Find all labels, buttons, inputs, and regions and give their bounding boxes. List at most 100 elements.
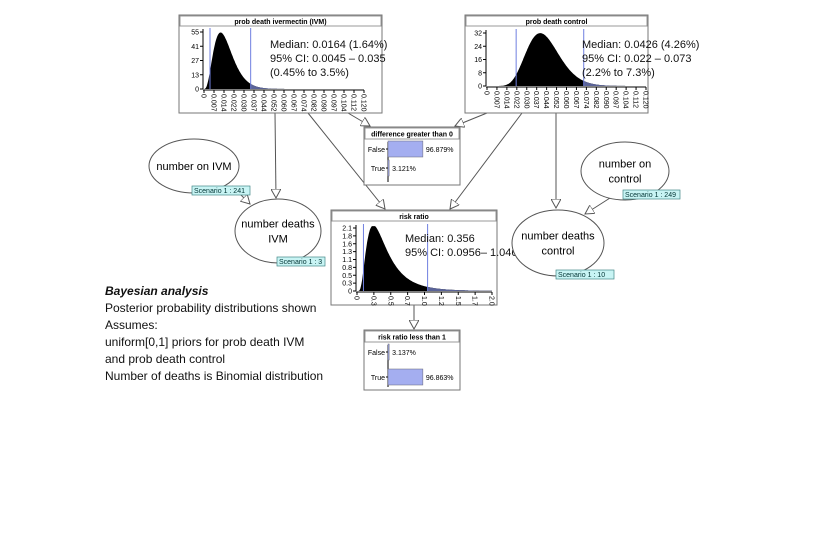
- y-tick-label: 0: [195, 87, 199, 94]
- node-ellipse: [234, 198, 322, 264]
- notes-line: uniform[0,1] priors for prob death IVM: [105, 335, 305, 349]
- edge-control-to-risk-ratio: [450, 112, 523, 209]
- x-tick-label: 0.090: [602, 91, 609, 109]
- probability-bar: [387, 368, 424, 386]
- x-tick-label: 1.2: [437, 296, 444, 306]
- y-tick-label: 0.3: [342, 281, 352, 288]
- x-tick-label: 0.067: [290, 94, 297, 112]
- chart-title: risk ratio: [399, 214, 429, 221]
- y-tick-label: 8: [478, 70, 482, 77]
- y-tick-label: 13: [191, 72, 199, 79]
- density-tail: [583, 80, 646, 86]
- x-tick-label: 0.060: [280, 94, 287, 112]
- chart-annotation: 95% CI: 0.022 – 0.073: [582, 53, 691, 65]
- notes-line: Posterior probability distributions show…: [105, 301, 317, 315]
- x-tick-label: 0.052: [270, 94, 277, 112]
- x-tick-label: 0.120: [642, 91, 649, 109]
- density-curve: [357, 226, 492, 291]
- x-tick-label: 0.090: [320, 94, 327, 112]
- x-tick-label: 0.074: [300, 94, 307, 112]
- x-tick-label: 0.022: [230, 94, 237, 112]
- analysis-notes: Bayesian analysis Posterior probability …: [105, 283, 323, 385]
- node-ellipse: [580, 141, 670, 201]
- y-tick-label: 27: [191, 58, 199, 65]
- y-tick-label: 0: [478, 84, 482, 91]
- x-tick-label: 0.007: [210, 94, 217, 112]
- x-tick-label: 1.5: [454, 296, 461, 306]
- row-label: False: [368, 350, 385, 357]
- x-tick-label: 0.7: [403, 296, 410, 306]
- node-title: difference greater than 0: [371, 132, 453, 139]
- node-ellipse: [511, 209, 605, 277]
- row-value: 96.879%: [426, 147, 454, 154]
- x-tick-label: 0.082: [310, 94, 317, 112]
- probability-bar: [387, 140, 424, 158]
- edge-on-control-to-deaths-control: [585, 197, 611, 214]
- chart-annotation: (2.2% to 7.3%): [582, 67, 655, 79]
- y-tick-label: 24: [474, 44, 482, 51]
- x-tick-label: 1.0: [420, 296, 427, 306]
- node-title-bar: [364, 127, 460, 140]
- x-tick-label: 0.112: [632, 91, 639, 108]
- x-tick-label: 0.3: [369, 296, 376, 306]
- x-tick-label: 0: [200, 94, 207, 98]
- edge-control-to-difference: [455, 112, 488, 126]
- y-tick-label: 16: [474, 57, 482, 64]
- x-tick-label: 0.030: [240, 94, 247, 112]
- density-tail: [427, 286, 492, 291]
- row-value: 3.137%: [392, 350, 416, 357]
- chart-title-bar: [331, 210, 497, 222]
- y-tick-label: 1.6: [342, 241, 352, 248]
- chart-title-bar: [465, 15, 648, 27]
- y-tick-label: 0.5: [342, 273, 352, 280]
- chart-title: prob death control: [526, 19, 588, 26]
- notes-line: and prob death control: [105, 352, 226, 366]
- density-curve: [204, 32, 364, 89]
- notes-line: Number of deaths is Binomial distributio…: [105, 369, 324, 383]
- x-tick-label: 0.014: [502, 91, 509, 109]
- node-label: number deaths: [241, 219, 315, 231]
- node-title: risk ratio less than 1: [378, 335, 446, 342]
- node-label: number on IVM: [156, 161, 231, 173]
- x-tick-label: 0.067: [572, 91, 579, 109]
- node-title-bar: [364, 330, 460, 343]
- chart-annotation: 95% CI: 0.0956– 1.046: [405, 247, 518, 259]
- node-label: control: [541, 246, 574, 258]
- row-label: False: [368, 147, 385, 154]
- x-tick-label: 0.044: [260, 94, 267, 112]
- chart-annotation: 95% CI: 0.0045 – 0.035: [270, 53, 386, 65]
- chart-title-bar: [179, 15, 382, 27]
- edge-ivm-to-deaths-ivm: [275, 112, 276, 198]
- probability-bar: [387, 343, 390, 361]
- x-tick-label: 0.060: [562, 91, 569, 109]
- edge-ivm-to-difference: [347, 112, 370, 126]
- x-tick-label: 0.022: [512, 91, 519, 109]
- x-tick-label: 0.074: [582, 91, 589, 109]
- node-label: IVM: [268, 234, 288, 246]
- x-tick-label: 0.052: [552, 91, 559, 109]
- chart-annotation: Median: 0.0426 (4.26%): [582, 39, 699, 51]
- x-tick-label: 0.037: [250, 94, 257, 112]
- x-tick-label: 0.014: [220, 94, 227, 112]
- x-tick-label: 0.5: [386, 296, 393, 306]
- x-tick-label: 0: [353, 296, 360, 300]
- row-value: 3.121%: [392, 166, 416, 173]
- chart-annotation: Median: 0.356: [405, 233, 475, 245]
- chart-title: prob death ivermectin (IVM): [234, 19, 326, 26]
- y-tick-label: 0: [348, 289, 352, 296]
- x-tick-label: 1.7: [471, 296, 478, 306]
- y-tick-label: 1.1: [342, 257, 352, 264]
- y-tick-label: 2.1: [342, 226, 352, 233]
- node-label: number deaths: [521, 231, 595, 243]
- scenario-badge: [555, 269, 615, 280]
- x-tick-label: 0.044: [542, 91, 549, 109]
